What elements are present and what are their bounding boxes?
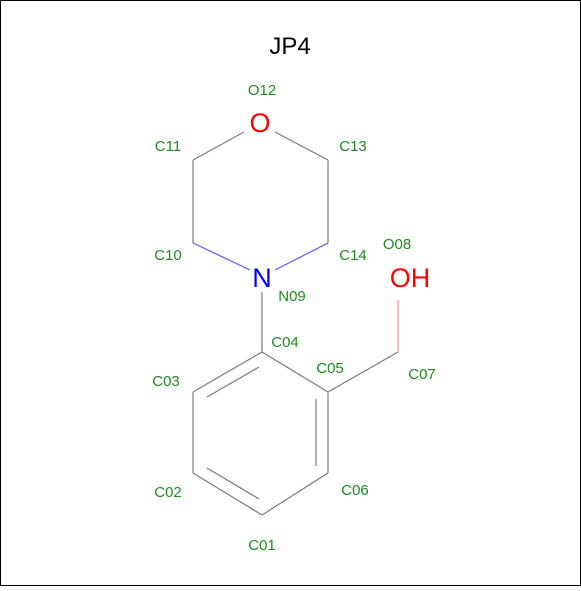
bond-lines bbox=[192, 131, 399, 516]
bond-c05-c07 bbox=[327, 351, 399, 393]
bond-c14-n09 bbox=[274, 242, 329, 271]
oxygen-o12-symbol: O bbox=[249, 108, 270, 138]
atom-label-o12: O12 bbox=[248, 82, 276, 99]
bond-inner-c04-c03 bbox=[206, 366, 260, 398]
bond-o12-c13 bbox=[274, 131, 329, 161]
atom-label-c06: C06 bbox=[341, 482, 369, 499]
bond-c04-c05 bbox=[261, 351, 329, 393]
atom-label-o08: O08 bbox=[383, 236, 411, 253]
atom-label-c13: C13 bbox=[339, 138, 367, 155]
atom-label-c10: C10 bbox=[154, 247, 182, 264]
atom-label-c04: C04 bbox=[271, 334, 299, 351]
bond-c06-c01 bbox=[261, 472, 329, 516]
atom-label-c03: C03 bbox=[152, 373, 180, 390]
atom-label-c14: C14 bbox=[339, 247, 367, 264]
atom-label-c05: C05 bbox=[316, 360, 344, 377]
bond-c10-n09 bbox=[192, 242, 251, 271]
bond-c02-c01 bbox=[192, 472, 263, 516]
atom-label-c02: C02 bbox=[154, 484, 182, 501]
bond-c04-c03 bbox=[192, 351, 263, 393]
atom-label-c07: C07 bbox=[408, 366, 436, 383]
bond-inner-c02-c01 bbox=[206, 467, 260, 500]
diagram-title: JP4 bbox=[269, 33, 310, 60]
bond-o12-c11 bbox=[192, 131, 245, 161]
atom-labels: O12 C11 C13 C10 C14 O08 N09 C04 C05 C07 … bbox=[152, 82, 436, 554]
nitrogen-n09-symbol: N bbox=[252, 263, 272, 293]
atom-label-c01: C01 bbox=[248, 537, 276, 554]
atom-label-c11: C11 bbox=[155, 138, 181, 155]
atom-label-n09: N09 bbox=[278, 288, 306, 305]
hydroxyl-o08-symbol: OH bbox=[390, 263, 431, 293]
